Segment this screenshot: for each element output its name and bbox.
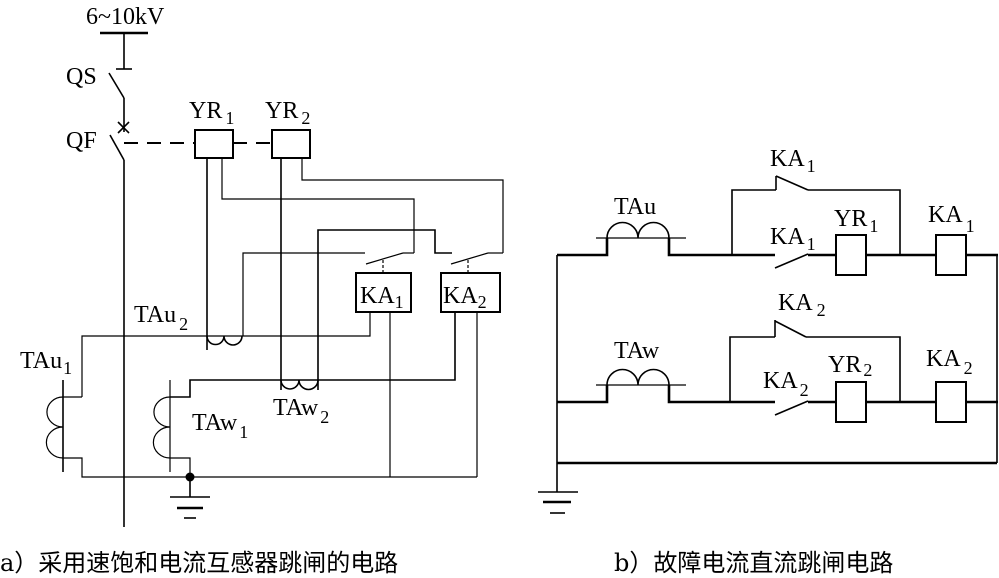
yr2-coil (271, 129, 311, 159)
row2-wire (667, 385, 775, 404)
ka2-series-contact (774, 400, 809, 416)
taw-coil (606, 368, 670, 386)
ka1-contact-wire-left (242, 252, 365, 336)
row1-bypass-right (808, 189, 901, 255)
tau-label: TAu (614, 194, 656, 220)
ka1-contact-blade (365, 252, 404, 265)
ka2-relay (440, 272, 501, 313)
voltage-label: 6~10kV (86, 4, 165, 30)
ka2-contact-wire-left (317, 229, 452, 390)
qf-blade (109, 134, 125, 161)
common-return (63, 457, 477, 478)
tau1-label: TAu1 (20, 348, 72, 378)
qs-blade (108, 72, 125, 99)
row2-bypass-right (806, 336, 901, 402)
ka1-series-contact (774, 253, 809, 269)
row1-wire (667, 238, 775, 257)
qs-label: QS (66, 64, 97, 90)
yr2-lead-right (301, 158, 504, 253)
caption-b: b）故障电流直流跳闸电路 (614, 549, 893, 577)
caption-a: a）采用速饱和电流互感器跳闸的电路 (0, 549, 398, 577)
ka1-coil-b (935, 234, 967, 276)
ka2-coil-b (935, 381, 967, 423)
ka2-bypass-contact (774, 320, 807, 338)
qf-cross-b (117, 121, 130, 134)
yr1-coil-b (835, 234, 867, 276)
taw2-coil (280, 379, 319, 391)
ka1-label: KA1 (360, 283, 404, 312)
ka2-contact-blade (450, 252, 489, 265)
qf-label: QF (66, 128, 97, 154)
ka1-bypass-contact (775, 175, 809, 191)
row2-bypass-left (729, 336, 775, 402)
yr1-lead-right (221, 158, 415, 253)
taw-label: TAw (614, 338, 660, 364)
row1-bypass-left (731, 189, 776, 255)
tau-coil (606, 221, 670, 239)
ka1-relay (355, 272, 412, 313)
tau1-secondary-top (81, 312, 371, 397)
tau1-coil (45, 396, 64, 459)
ka2-label: KA2 (443, 283, 487, 312)
yr1-coil (194, 129, 234, 159)
taw1-coil (152, 396, 171, 459)
taw1-secondary-top (170, 312, 456, 398)
tau2-coil (206, 335, 243, 346)
yr2-coil-b (835, 381, 867, 423)
